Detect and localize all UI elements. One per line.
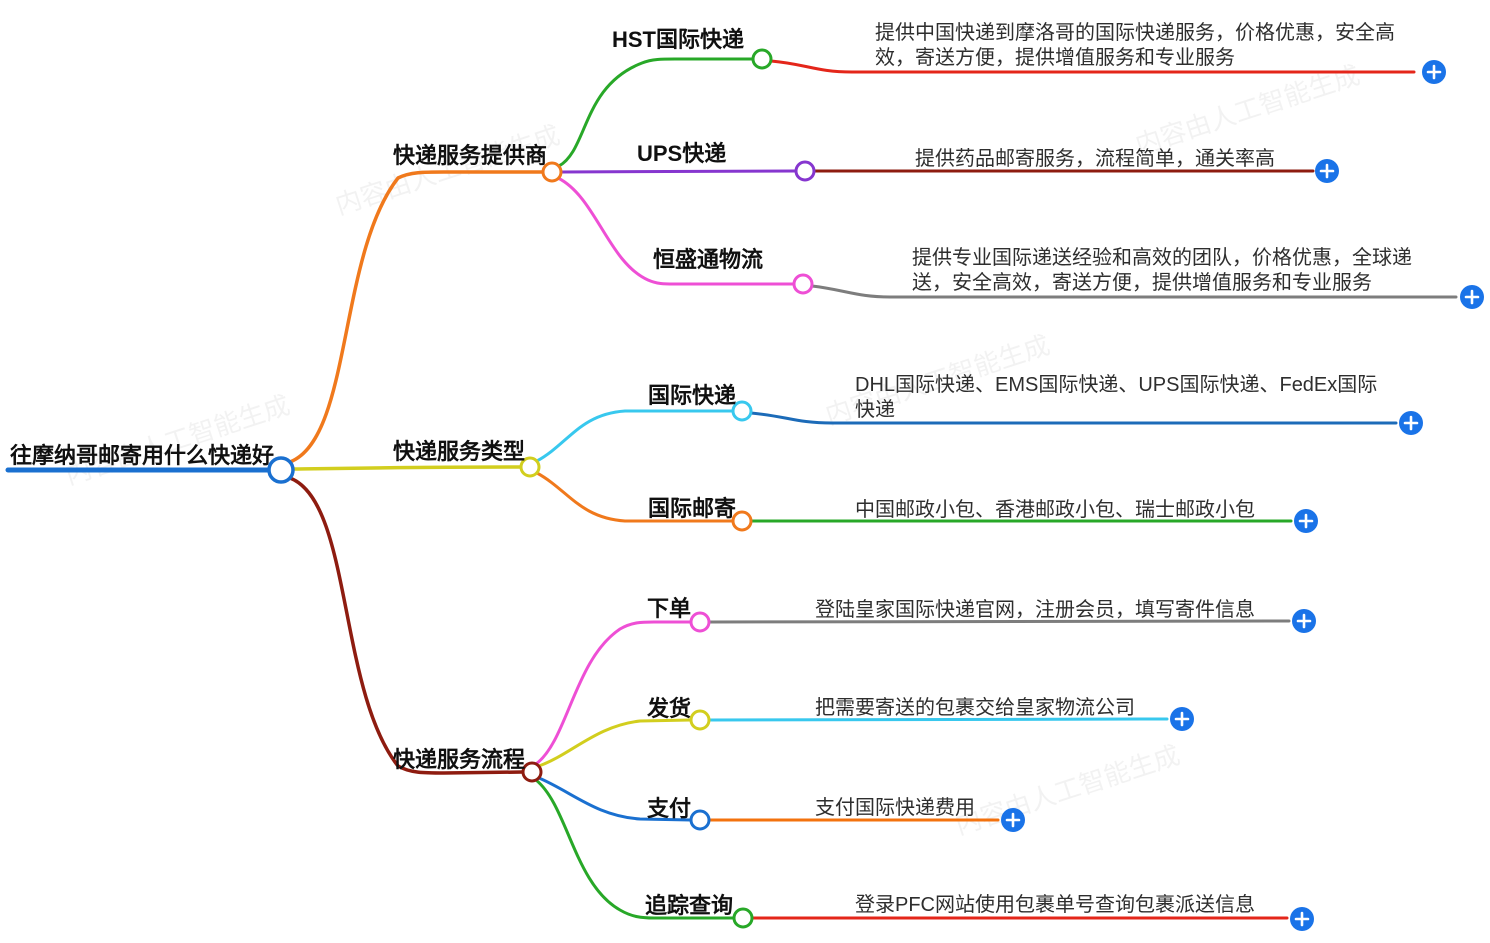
- connector-root-branch-types: [291, 465, 523, 471]
- node-hengshengtong-handle[interactable]: [792, 273, 814, 295]
- node-label-intl-post[interactable]: 国际邮寄: [648, 496, 737, 521]
- connector-order-desc: [707, 619, 1291, 624]
- connector-process-order: [534, 620, 693, 766]
- node-pay-handle[interactable]: [689, 809, 711, 831]
- branch-label-process[interactable]: 快递服务流程: [393, 747, 526, 772]
- plus-glyph: [1319, 163, 1335, 179]
- connector-providers-hst: [557, 57, 755, 168]
- plus-glyph: [1174, 711, 1190, 727]
- plus-glyph: [1296, 613, 1312, 629]
- connector-process-pay: [537, 776, 693, 822]
- add-node-button-hst[interactable]: [1422, 60, 1446, 84]
- node-label-track[interactable]: 追踪查询: [645, 893, 734, 918]
- branch-label-types[interactable]: 快递服务类型: [393, 439, 526, 464]
- connector-process-track: [534, 778, 736, 920]
- node-order-handle[interactable]: [689, 611, 711, 633]
- add-node-button-order[interactable]: [1292, 609, 1316, 633]
- node-label-hst[interactable]: HST国际快递: [612, 27, 745, 52]
- connector-types-intl-post: [535, 471, 735, 523]
- branch-label-providers[interactable]: 快递服务提供商: [393, 143, 548, 168]
- connector-root-branch-providers: [288, 170, 545, 464]
- node-ups-handle[interactable]: [794, 160, 816, 182]
- plus-glyph: [1294, 911, 1310, 927]
- root-node-handle[interactable]: [267, 456, 295, 484]
- add-node-button-intl-express[interactable]: [1399, 411, 1423, 435]
- root-node-label[interactable]: 往摩纳哥邮寄用什么快递好: [10, 443, 275, 468]
- connector-types-intl-express: [535, 409, 735, 463]
- node-track-handle[interactable]: [732, 907, 754, 929]
- node-label-ups[interactable]: UPS快递: [637, 141, 727, 166]
- plus-glyph: [1005, 812, 1021, 828]
- node-desc-intl-express[interactable]: DHL国际快递、EMS国际快递、UPS国际快递、FedEx国际快递: [855, 374, 1378, 421]
- add-node-button-track[interactable]: [1290, 907, 1314, 931]
- connector-hengshengtong-desc: [810, 284, 1458, 299]
- plus-glyph: [1298, 513, 1314, 529]
- node-intl-post-handle[interactable]: [731, 510, 753, 532]
- plus-glyph: [1464, 289, 1480, 305]
- connector-root-branch-process: [288, 476, 525, 775]
- plus-glyph: [1426, 64, 1442, 80]
- node-desc-hst[interactable]: 提供中国快递到摩洛哥的国际快递服务，价格优惠，安全高效，寄送方便，提供增值服务和…: [875, 22, 1395, 69]
- node-desc-ship[interactable]: 把需要寄送的包裹交给皇家物流公司: [815, 697, 1135, 719]
- add-node-button-ship[interactable]: [1170, 707, 1194, 731]
- add-node-button-hengshengtong[interactable]: [1460, 285, 1484, 309]
- add-node-button-pay[interactable]: [1001, 808, 1025, 832]
- connector-hst-desc: [769, 59, 1416, 74]
- plus-glyph: [1403, 415, 1419, 431]
- node-label-intl-express[interactable]: 国际快递: [648, 383, 737, 408]
- branch-process-handle[interactable]: [521, 761, 543, 783]
- node-ship-handle[interactable]: [689, 709, 711, 731]
- branch-providers-handle[interactable]: [541, 161, 563, 183]
- connector-intl-express-desc: [749, 411, 1398, 425]
- node-desc-intl-post[interactable]: 中国邮政小包、香港邮政小包、瑞士邮政小包: [855, 499, 1255, 521]
- node-desc-track[interactable]: 登录PFC网站使用包裹单号查询包裹派送信息: [855, 894, 1255, 916]
- node-hst-handle[interactable]: [751, 48, 773, 70]
- connector-providers-hengshengtong: [556, 176, 796, 286]
- connector-providers-ups: [559, 169, 798, 174]
- node-label-ship[interactable]: 发货: [647, 696, 692, 721]
- node-desc-order[interactable]: 登陆皇家国际快递官网，注册会员，填写寄件信息: [815, 599, 1255, 621]
- add-node-button-ups[interactable]: [1315, 159, 1339, 183]
- node-label-pay[interactable]: 支付: [647, 796, 692, 821]
- connector-ship-desc: [707, 717, 1169, 722]
- add-node-button-intl-post[interactable]: [1294, 509, 1318, 533]
- node-label-hengshengtong[interactable]: 恒盛通物流: [653, 247, 764, 272]
- node-desc-ups[interactable]: 提供药品邮寄服务，流程简单，通关率高: [915, 148, 1275, 170]
- node-label-order[interactable]: 下单: [647, 596, 692, 621]
- node-desc-pay[interactable]: 支付国际快递费用: [815, 797, 975, 819]
- node-desc-hengshengtong[interactable]: 提供专业国际递送经验和高效的团队，价格优惠，全球递送，安全高效，寄送方便，提供增…: [912, 247, 1412, 294]
- node-intl-express-handle[interactable]: [731, 400, 753, 422]
- branch-types-handle[interactable]: [519, 456, 541, 478]
- connector-process-ship: [537, 718, 693, 768]
